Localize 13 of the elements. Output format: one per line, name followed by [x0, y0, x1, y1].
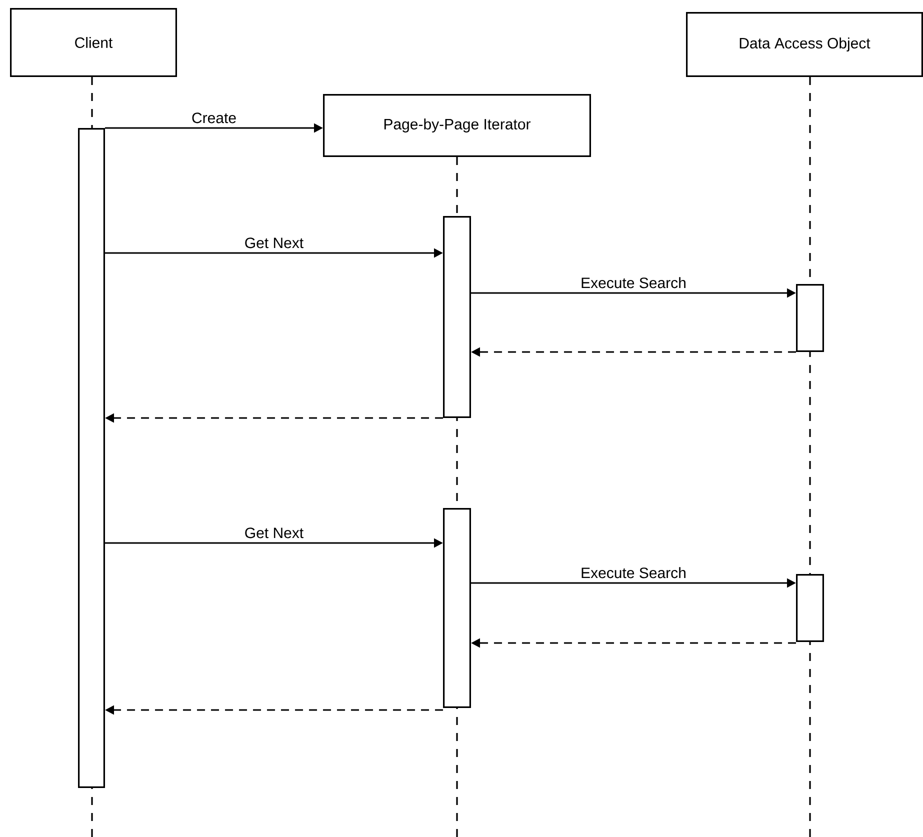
edge-label: Execute Search	[582, 567, 686, 578]
edge-label: Execute Search	[582, 277, 686, 288]
activation-bar	[443, 216, 471, 418]
activation-bar	[796, 574, 824, 642]
participant-box: Data Access Object	[686, 12, 923, 77]
edge-label: Create	[192, 112, 236, 124]
activation-bar	[78, 128, 105, 788]
participant-box: Client	[10, 8, 177, 77]
participant-box: Page-by-Page Iterator	[323, 94, 591, 157]
edge-label: Get Next	[245, 238, 304, 248]
activation-bar	[796, 284, 824, 352]
activation-bar	[443, 508, 471, 708]
edge-label: Get Next	[245, 528, 304, 538]
